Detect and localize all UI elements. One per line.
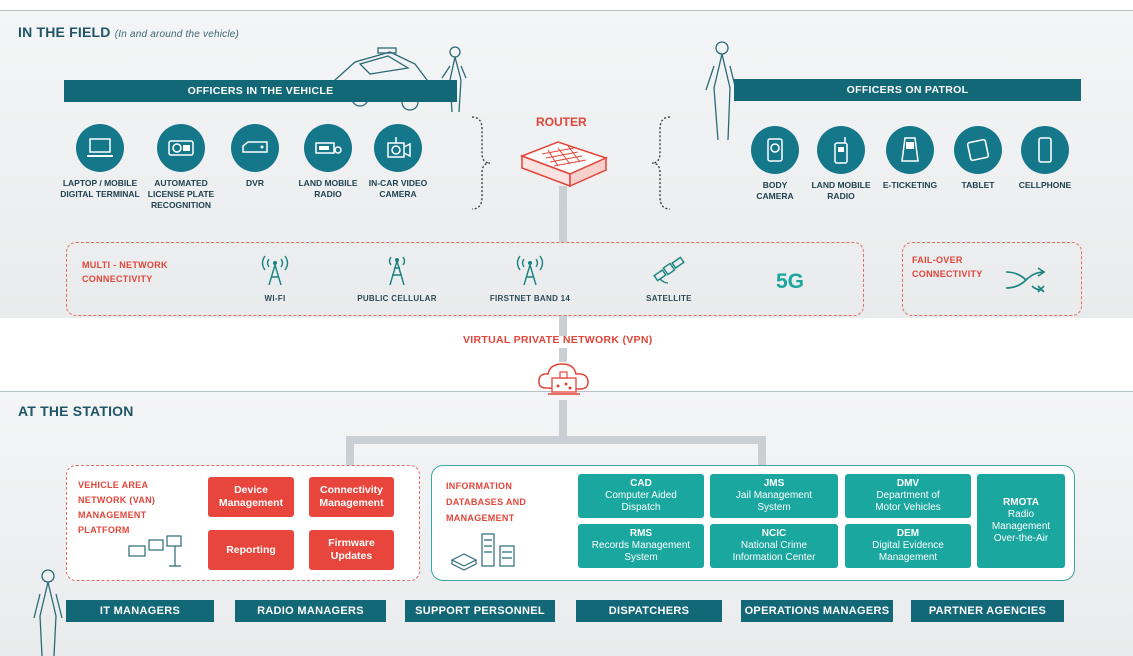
station-connector-trunk	[559, 400, 567, 438]
network-public-cellular: PUBLIC CELLULAR	[342, 253, 452, 303]
role-operations-managers: OPERATIONS MANAGERS	[741, 600, 893, 622]
field-title: IN THE FIELD (In and around the vehicle)	[18, 24, 240, 40]
patrol-officer-icon	[705, 41, 737, 141]
device-tablet: TABLET	[928, 126, 1028, 191]
laptop-icon	[76, 124, 124, 172]
field-subtitle: (In and around the vehicle)	[114, 29, 240, 40]
role-it-managers: IT MANAGERS	[66, 600, 214, 622]
role-support-personnel: SUPPORT PERSONNEL	[405, 600, 555, 622]
left-brace-icon	[471, 116, 491, 210]
reporting-button[interactable]: Reporting	[208, 530, 294, 570]
failover-arrows-icon	[1005, 267, 1046, 293]
officers-on-patrol-bar: OFFICERS ON PATROL	[734, 79, 1081, 101]
station-connector-left	[346, 436, 354, 466]
station-title: AT THE STATION	[18, 403, 134, 419]
role-dispatchers: DISPATCHERS	[576, 600, 722, 622]
vpn-cloud-icon	[538, 363, 589, 395]
top-divider	[0, 10, 1133, 11]
staff-person-icon	[33, 569, 63, 656]
multi-network-box	[66, 242, 864, 316]
device-dvr: DVR	[205, 124, 305, 189]
handheld-radio-icon	[817, 126, 865, 174]
firstnet-tower-icon	[516, 255, 544, 286]
router-label: ROUTER	[536, 115, 587, 129]
station-connector-bar	[346, 436, 766, 444]
right-brace-icon	[651, 116, 671, 210]
vpn-connector-top	[559, 316, 567, 336]
wifi-tower-icon	[261, 255, 289, 286]
network-satellite: SATELLITE	[614, 253, 724, 303]
role-partner-agencies: PARTNER AGENCIES	[911, 600, 1064, 622]
satellite-icon	[653, 256, 685, 284]
video-camera-icon	[374, 124, 422, 172]
van-devices-icon	[128, 535, 182, 567]
failover-box	[902, 242, 1082, 316]
router-icon	[519, 141, 609, 188]
five-g-label: 5G	[776, 270, 805, 293]
vpn-connector-mid	[559, 348, 567, 362]
car-radio-icon	[304, 124, 352, 172]
officers-in-vehicle-bar: OFFICERS IN THE VEHICLE	[64, 80, 457, 102]
router-connector	[559, 186, 567, 242]
network-wifi: WI-FI	[220, 253, 330, 303]
role-radio-managers: RADIO MANAGERS	[235, 600, 386, 622]
cell-tower-icon	[388, 256, 406, 286]
license-plate-reader-icon	[157, 124, 205, 172]
device-e-ticketing: E-TICKETING	[860, 126, 960, 191]
ticketing-device-icon	[886, 126, 934, 174]
station-connector-right	[758, 436, 766, 466]
device-cellphone: CELLPHONE	[995, 126, 1095, 191]
vpn-label: VIRTUAL PRIVATE NETWORK (VPN)	[463, 334, 653, 346]
servers-icon	[450, 533, 515, 571]
cellphone-icon	[1021, 126, 1069, 174]
tablet-icon	[954, 126, 1002, 174]
network-firstnet: FIRSTNET BAND 14	[475, 253, 585, 303]
body-camera-icon	[751, 126, 799, 174]
dvr-icon	[231, 124, 279, 172]
